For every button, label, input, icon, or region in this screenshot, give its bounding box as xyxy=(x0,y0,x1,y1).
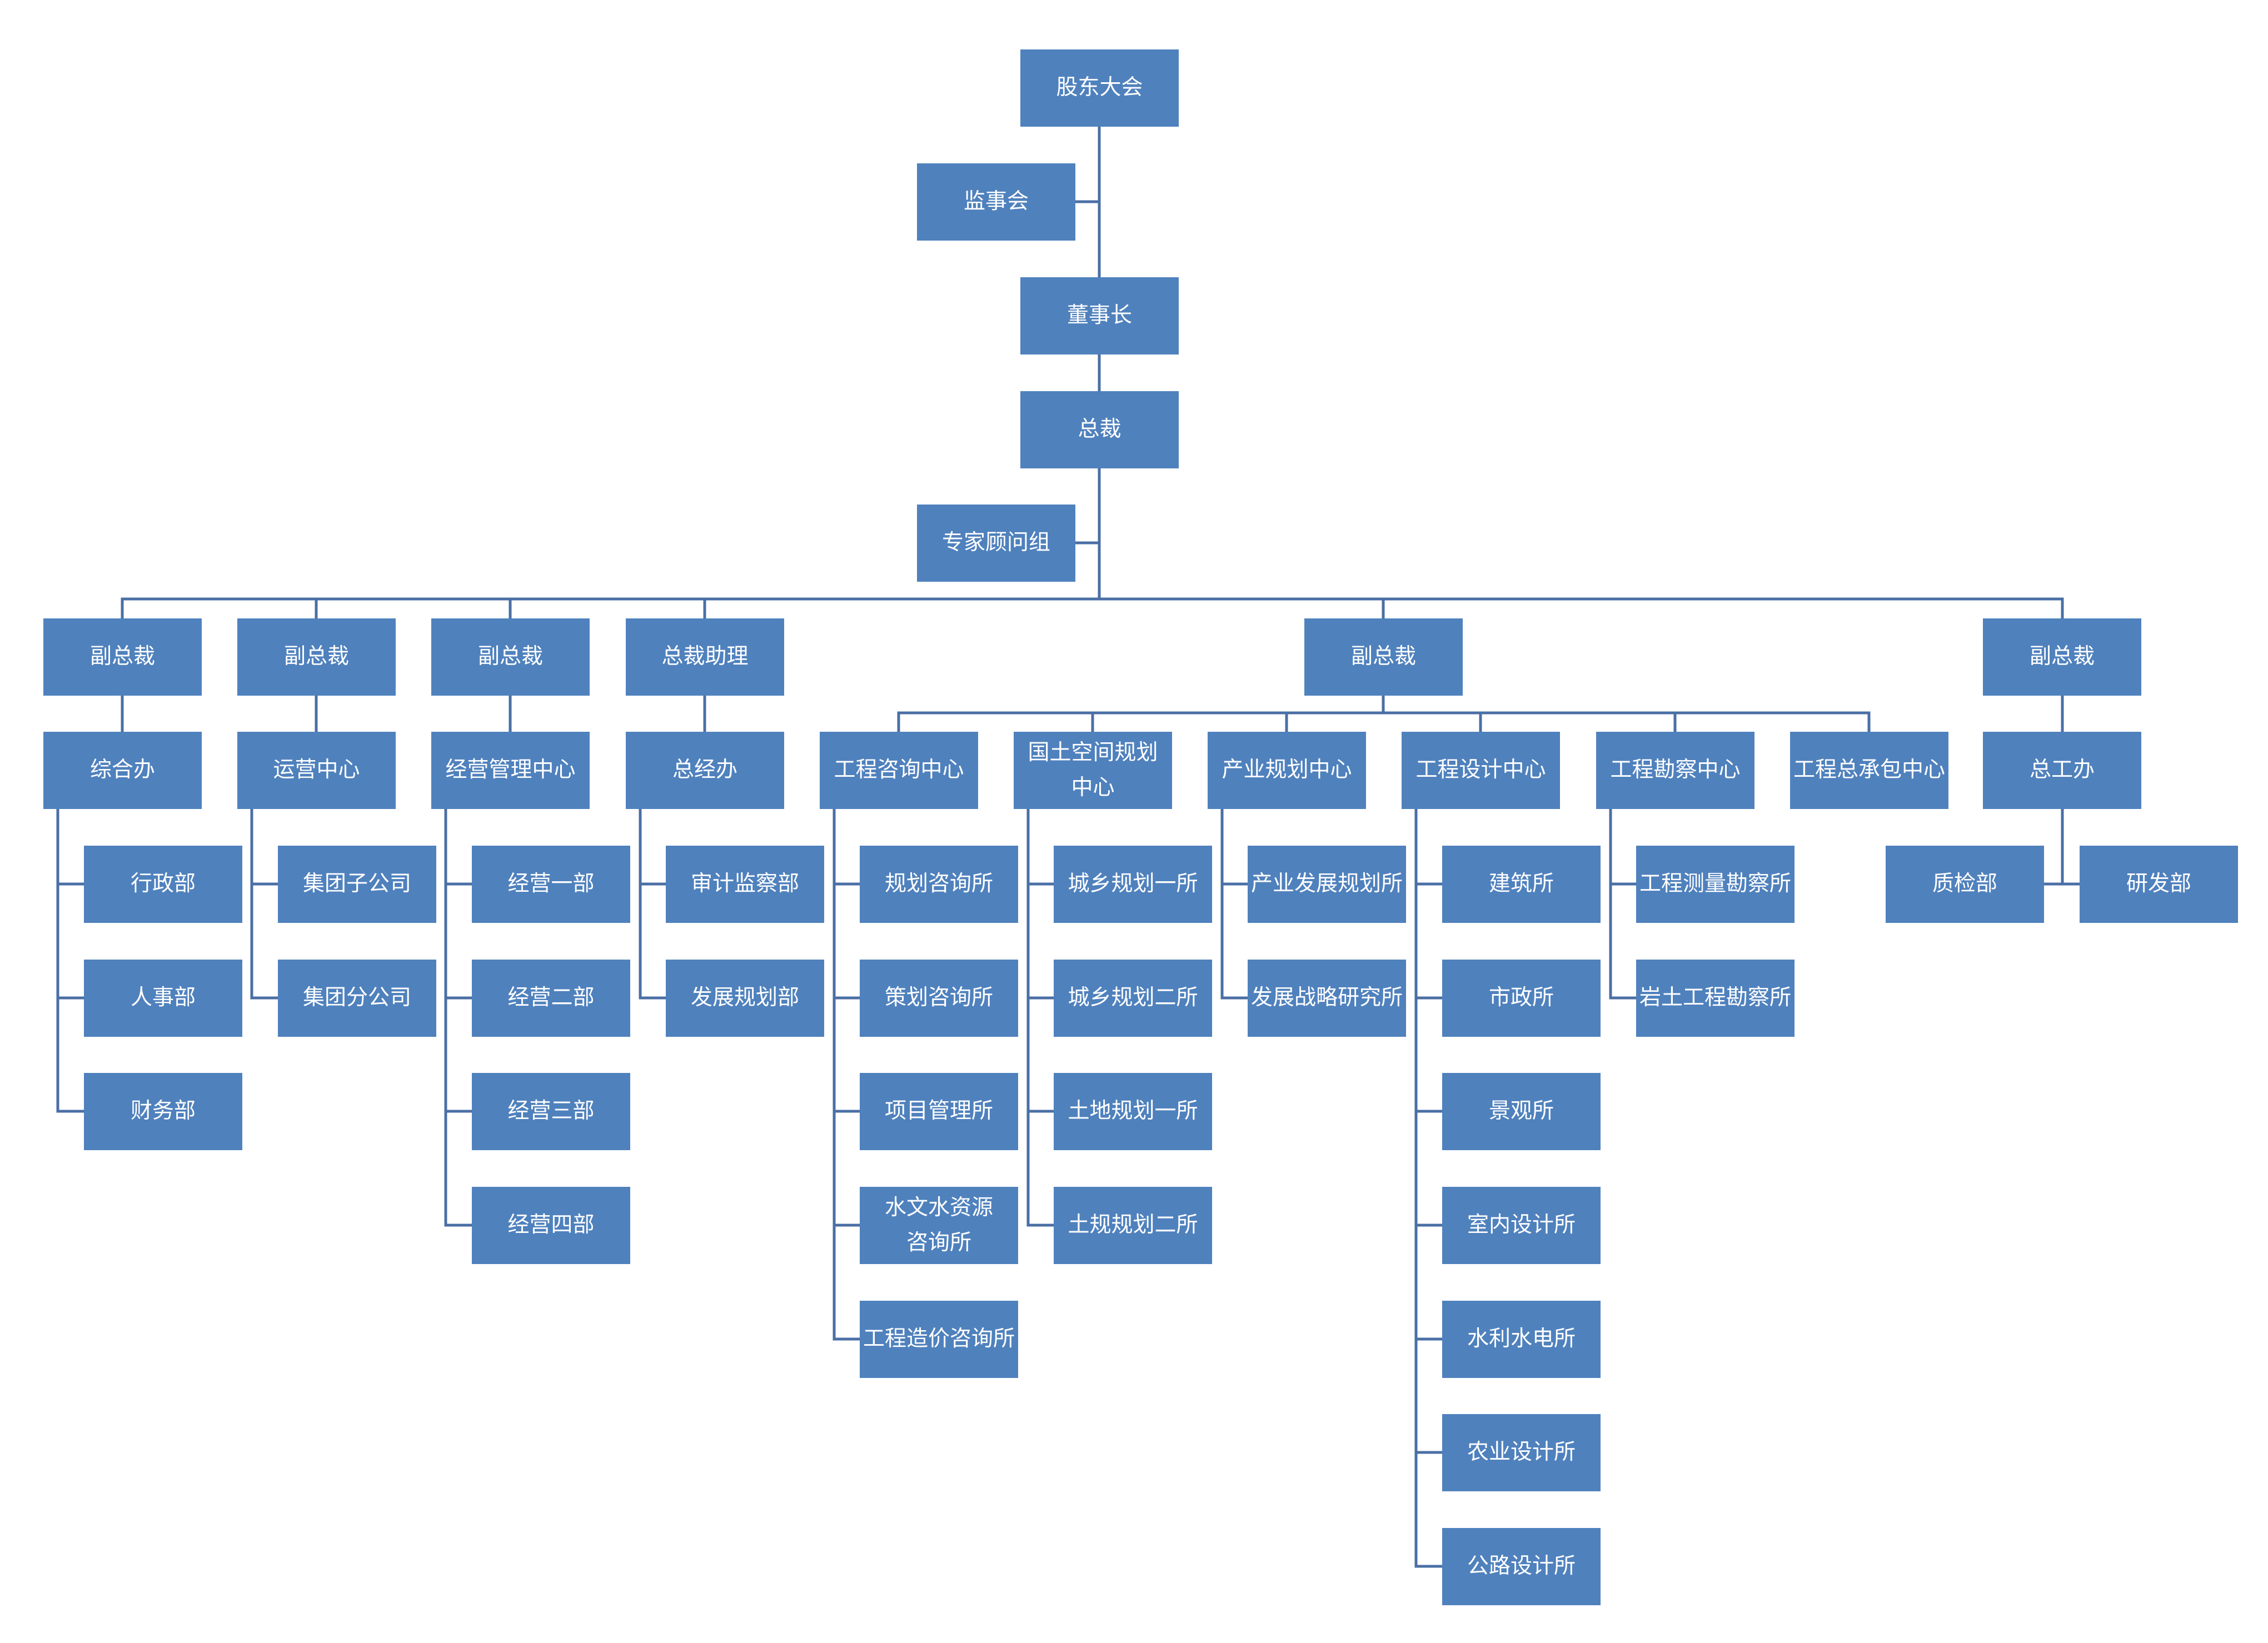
node-vp-5: 副总裁 xyxy=(1983,618,2141,696)
node-planning-consulting: 规划咨询所 xyxy=(860,846,1018,923)
node-engineering-survey: 工程测量勘察所 xyxy=(1636,846,1795,923)
node-strategy-consulting: 策划咨询所 xyxy=(860,960,1018,1037)
node-business-dept-3: 经营三部 xyxy=(472,1073,630,1150)
node-hydropower: 水利水电所 xyxy=(1442,1301,1601,1378)
node-engineering-consulting-center: 工程咨询中心 xyxy=(820,732,978,809)
node-development-strategy: 发展战略研究所 xyxy=(1248,960,1406,1037)
node-engineering-survey-center: 工程勘察中心 xyxy=(1596,732,1754,809)
node-engineering-design-center: 工程设计中心 xyxy=(1402,732,1560,809)
node-municipal: 市政所 xyxy=(1442,960,1601,1037)
node-industry-planning-center: 产业规划中心 xyxy=(1208,732,1366,809)
node-geotechnical-survey: 岩土工程勘察所 xyxy=(1636,960,1795,1037)
node-chairman: 董事长 xyxy=(1020,277,1179,354)
node-business-dept-1: 经营一部 xyxy=(472,846,630,923)
node-president-assistant: 总裁助理 xyxy=(626,618,784,696)
node-vp-4: 副总裁 xyxy=(1304,618,1463,696)
node-president: 总裁 xyxy=(1020,391,1179,468)
node-highway-design: 公路设计所 xyxy=(1442,1528,1601,1605)
node-territorial-planning-center: 国土空间规划 中心 xyxy=(1014,732,1172,809)
node-business-dept-2: 经营二部 xyxy=(472,960,630,1037)
node-shareholders: 股东大会 xyxy=(1020,49,1179,127)
node-gm-office: 总经办 xyxy=(626,732,784,809)
node-hydrology-consulting: 水文水资源 咨询所 xyxy=(860,1187,1018,1264)
node-business-dept-4: 经营四部 xyxy=(472,1187,630,1264)
node-agriculture-design: 农业设计所 xyxy=(1442,1414,1601,1491)
node-admin-dept: 行政部 xyxy=(84,846,242,923)
node-general-office: 综合办 xyxy=(43,732,202,809)
node-epc-center: 工程总承包中心 xyxy=(1790,732,1948,809)
node-interior-design: 室内设计所 xyxy=(1442,1187,1601,1264)
node-business-mgmt-center: 经营管理中心 xyxy=(431,732,590,809)
node-industry-development-planning: 产业发展规划所 xyxy=(1248,846,1406,923)
node-urban-rural-2: 城乡规划二所 xyxy=(1054,960,1212,1037)
node-vp-2: 副总裁 xyxy=(237,618,396,696)
node-finance-dept: 财务部 xyxy=(84,1073,242,1150)
node-vp-3: 副总裁 xyxy=(431,618,590,696)
node-operations-center: 运营中心 xyxy=(237,732,396,809)
node-chief-engineer-office: 总工办 xyxy=(1983,732,2141,809)
node-development-planning-dept: 发展规划部 xyxy=(666,960,824,1037)
node-group-subsidiary: 集团子公司 xyxy=(278,846,436,923)
node-land-planning-1: 土地规划一所 xyxy=(1054,1073,1212,1150)
node-rnd-dept: 研发部 xyxy=(2080,846,2238,923)
node-quality-dept: 质检部 xyxy=(1886,846,2044,923)
node-audit-dept: 审计监察部 xyxy=(666,846,824,923)
node-cost-consulting: 工程造价咨询所 xyxy=(860,1301,1018,1378)
node-supervisory-board: 监事会 xyxy=(917,163,1075,241)
node-project-management: 项目管理所 xyxy=(860,1073,1018,1150)
node-hr-dept: 人事部 xyxy=(84,960,242,1037)
node-land-planning-2: 土规规划二所 xyxy=(1054,1187,1212,1264)
node-landscape: 景观所 xyxy=(1442,1073,1601,1150)
node-group-branch: 集团分公司 xyxy=(278,960,436,1037)
node-expert-group: 专家顾问组 xyxy=(917,505,1075,582)
node-urban-rural-1: 城乡规划一所 xyxy=(1054,846,1212,923)
node-vp-1: 副总裁 xyxy=(43,618,202,696)
node-architecture: 建筑所 xyxy=(1442,846,1601,923)
